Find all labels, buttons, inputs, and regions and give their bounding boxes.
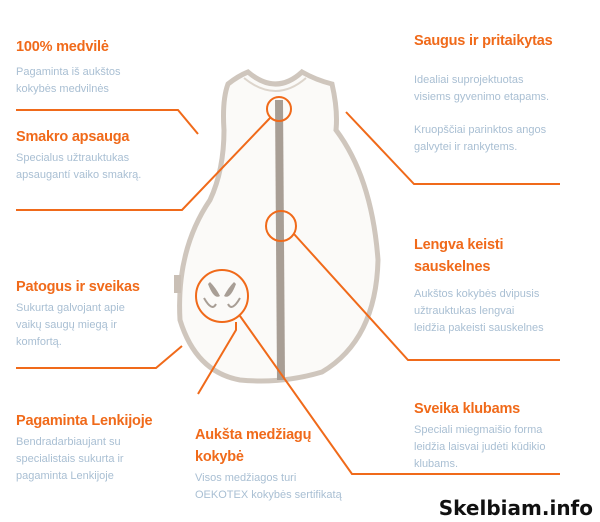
feature-cotton: 100% medvilė Pagaminta iš aukštos kokybė… xyxy=(16,36,186,98)
feature-poland-desc: Bendradarbiaujant su specialistais sukur… xyxy=(16,434,186,485)
watermark: Skelbiam.info xyxy=(435,496,596,520)
desc-line: galvytei ir rankytems. xyxy=(414,141,518,153)
feature-cotton-desc: Pagaminta iš aukštos kokybės medvilnės xyxy=(16,64,186,98)
desc-line: vaikų saugų miegą ir xyxy=(16,319,117,331)
desc-line: Idealiai suprojektuotas xyxy=(414,74,524,86)
desc-line: leidžia pakeisti sauskelnes xyxy=(414,322,544,334)
desc-line: Visos medžiagos turi xyxy=(195,472,297,484)
feature-chin-desc: Specialus užtrauktukas apsaugantí vaiko … xyxy=(16,150,196,184)
feature-comfort: Patogus ir sveikas Sukurta galvojant api… xyxy=(16,276,176,351)
safe-line xyxy=(345,111,560,185)
feature-poland: Pagaminta Lenkijoje Bendradarbiaujant su… xyxy=(16,410,186,485)
comfort-line xyxy=(16,345,183,369)
desc-line: kokybės medvilnės xyxy=(16,83,109,95)
desc-line: klubams. xyxy=(414,458,459,470)
chin-line xyxy=(16,117,271,211)
desc-line: Aukštos kokybės dvipusis xyxy=(414,288,540,300)
feature-diaper-desc: Aukštos kokybės dvipusis užtrauktukas le… xyxy=(414,286,594,337)
feature-safe-desc: Idealiai suprojektuotas visiems gyvenimo… xyxy=(414,72,594,106)
feature-chin-title: Smakro apsauga xyxy=(16,129,130,145)
feature-diaper-title: Lengva keisti sauskelnes xyxy=(414,234,594,278)
feature-safe-title: Saugus ir pritaikytas xyxy=(414,33,553,49)
desc-line: komfortą. xyxy=(16,336,62,348)
neck-circle xyxy=(266,96,292,122)
feature-quality-title: Aukšta medžiagų kokybė xyxy=(195,424,375,468)
feature-hips: Sveika klubams Speciali miegmaišio forma… xyxy=(414,398,594,473)
desc-line: leidžia laisvai judėti kūdikio xyxy=(414,441,546,453)
desc-line: Kruopščiai parinktos angos xyxy=(414,124,547,136)
zipper-circle xyxy=(265,210,297,242)
desc-line: pagaminta Lenkijoje xyxy=(16,470,114,482)
title-line: kokybė xyxy=(195,449,244,465)
desc-line: specialistais sukurta ir xyxy=(16,453,124,465)
desc-line: apsaugantí vaiko smakrą. xyxy=(16,169,142,181)
desc-line: užtrauktukas lengvai xyxy=(414,305,515,317)
hips-line xyxy=(239,315,560,475)
desc-line: Sukurta galvojant apie xyxy=(16,302,125,314)
desc-line: visiems gyvenimo etapams. xyxy=(414,91,550,103)
title-line: sauskelnes xyxy=(414,259,491,275)
desc-line: Specialus užtrauktukas xyxy=(16,152,130,164)
feature-quality: Aukšta medžiagų kokybė Visos medžiagos t… xyxy=(195,424,375,504)
feature-safe-desc-2: Kruopščiai parinktos angos galvytei ir r… xyxy=(414,122,594,156)
title-line: Lengva keisti xyxy=(414,237,504,253)
feature-diaper: Lengva keisti sauskelnes Aukštos kokybės… xyxy=(414,234,594,337)
title-line: Aukšta medžiagų xyxy=(195,427,312,443)
diaper-line xyxy=(293,233,560,361)
desc-line: OEKOTEX kokybės sertifikatą xyxy=(195,489,342,501)
cotton-line xyxy=(16,109,199,135)
feature-hips-title: Sveika klubams xyxy=(414,401,521,417)
feature-comfort-title: Patogus ir sveikas xyxy=(16,279,140,295)
desc-line: Bendradarbiaujant su xyxy=(16,436,121,448)
quality-line xyxy=(197,322,237,395)
feature-chin: Smakro apsauga Specialus užtrauktukas ap… xyxy=(16,126,196,184)
feature-cotton-title: 100% medvilė xyxy=(16,39,109,55)
feature-quality-desc: Visos medžiagos turi OEKOTEX kokybės ser… xyxy=(195,470,375,504)
feature-poland-title: Pagaminta Lenkijoje xyxy=(16,413,153,429)
desc-line: Pagaminta iš aukštos xyxy=(16,66,121,78)
feature-safe: Saugus ir pritaikytas Idealiai suprojekt… xyxy=(414,30,594,156)
feature-comfort-desc: Sukurta galvojant apie vaikų saugų miegą… xyxy=(16,300,176,351)
feature-hips-desc: Speciali miegmaišio forma leidžia laisva… xyxy=(414,422,594,473)
desc-line: Speciali miegmaišio forma xyxy=(414,424,543,436)
label-tab xyxy=(174,275,181,293)
hip-circle xyxy=(195,269,249,323)
